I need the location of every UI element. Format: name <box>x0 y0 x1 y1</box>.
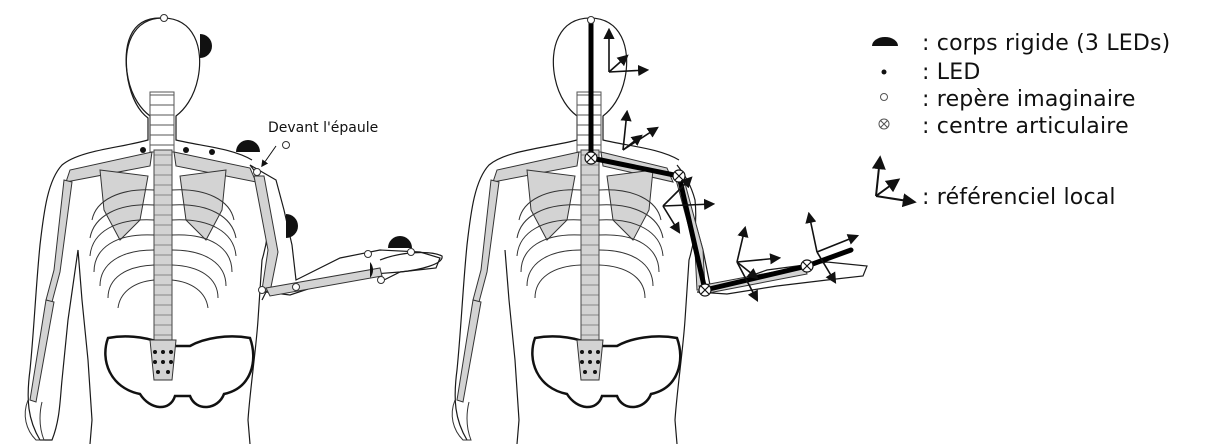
right-head-outline <box>553 18 679 160</box>
callout-arrow <box>262 146 276 166</box>
legend-label-local-frame: : référenciel local <box>922 185 1116 210</box>
legend-label-joint-centre: : centre articulaire <box>922 114 1129 139</box>
joint-shoulder <box>673 170 685 182</box>
rigid-body-arm <box>286 214 298 238</box>
left-pelvis <box>105 336 253 407</box>
legend-label-rigid-body: : corps rigide (3 LEDs) <box>922 31 1170 56</box>
left-imaginary-markers <box>161 15 415 294</box>
frame-thorax <box>623 112 657 150</box>
frame-head <box>609 30 647 72</box>
rigid-body-shoulder <box>236 140 260 152</box>
left-forearm-raised <box>266 268 382 296</box>
kinematic-segments <box>591 22 851 290</box>
legend-row-local-frame: : référenciel local <box>852 180 1116 214</box>
segment-humerus <box>679 176 705 290</box>
left-skeleton-figure <box>25 15 442 444</box>
legend-label-imaginary: : repère imaginaire <box>922 87 1136 112</box>
left-forearm-left-side <box>30 300 54 402</box>
left-cervical-spine <box>150 92 174 152</box>
right-body-outline <box>455 140 867 444</box>
joint-elbow <box>699 284 711 296</box>
callout-shoulder-front: Devant l'épaule <box>268 120 378 136</box>
joint-wrist <box>801 260 813 272</box>
legend-label-led: : LED <box>922 60 981 85</box>
joint-sternoclavicular <box>585 152 597 164</box>
imaginary-marker-head <box>588 17 595 24</box>
rigid-body-wrist <box>388 236 412 248</box>
rigid-body-head <box>200 34 212 58</box>
legend-row-joint-centre: : centre articulaire <box>852 109 1129 143</box>
left-humerus-left-side <box>46 180 72 302</box>
right-skeleton-figure <box>452 17 867 444</box>
left-humerus-raised <box>254 176 278 292</box>
left-head-outline <box>126 18 252 160</box>
